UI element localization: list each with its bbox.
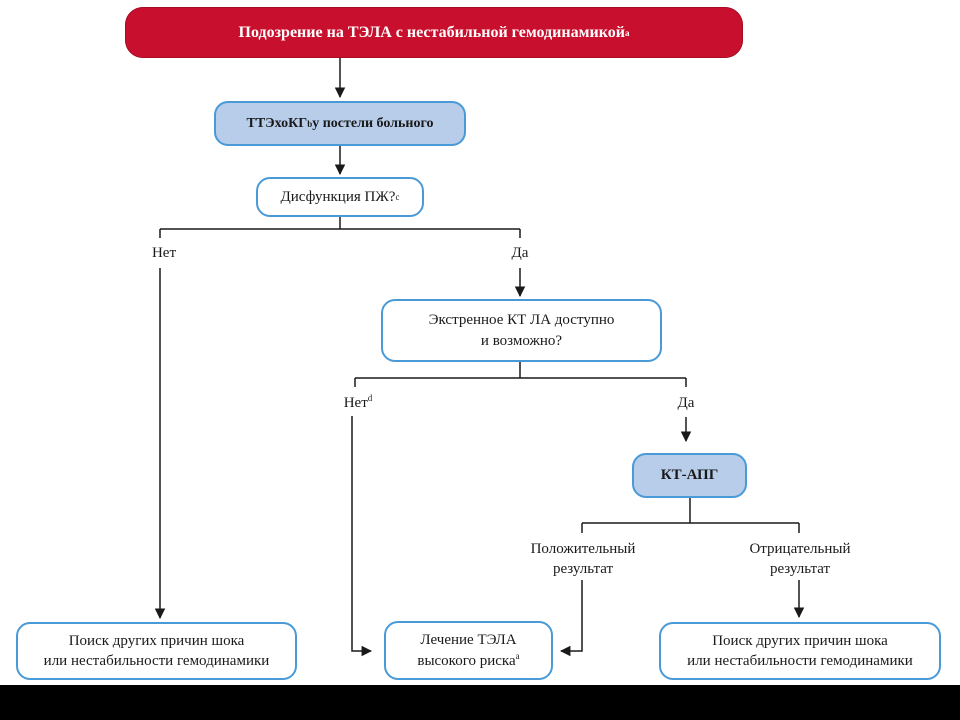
echo-text-a: ТТЭхоКГ	[246, 115, 308, 131]
label-no-1-text: Нет	[151, 245, 177, 261]
treatment-line2: высокого риска	[417, 652, 516, 669]
bottom-black-bar	[0, 685, 960, 720]
ctpa-text: КТ-АПГ	[660, 467, 719, 483]
other-causes-left-line2: или нестабильности гемодинамики	[43, 653, 270, 669]
ct-available-line1: Экстренное КТ ЛА доступно	[428, 312, 615, 329]
treatment-node: Лечение ТЭЛА высокого рискаa	[384, 621, 553, 680]
ctpa-node: КТ-АПГ	[632, 453, 747, 498]
treatment-footnote: a	[515, 650, 520, 661]
label-positive: Положительный результат	[508, 539, 658, 580]
label-negative: Отрицательный результат	[725, 539, 875, 580]
other-causes-right-node: Поиск других причин шока или нестабильно…	[659, 622, 941, 680]
label-yes-1-text: Да	[511, 245, 529, 261]
label-no-1: Нет	[140, 243, 188, 263]
arrow-positive-to-treatment	[559, 580, 583, 657]
label-yes-2-text: Да	[677, 395, 695, 411]
treatment-line1: Лечение ТЭЛА	[420, 632, 517, 649]
label-no-2-footnote: d	[367, 393, 373, 403]
label-negative-line1: Отрицательный	[749, 541, 851, 557]
label-no-2: Нетd	[334, 393, 382, 413]
other-causes-right-line2: или нестабильности гемодинамики	[687, 653, 913, 669]
rv-dysfunction-text: Дисфункция ПЖ?	[280, 188, 396, 205]
echo-text-b: у постели больного	[312, 115, 434, 131]
other-causes-right-line1: Поиск других причин шока	[712, 632, 888, 649]
arrow-no2-to-treatment	[351, 416, 373, 657]
other-causes-left-line1: Поиск других причин шока	[68, 632, 245, 649]
label-negative-line2: результат	[769, 561, 831, 578]
label-positive-line2: результат	[552, 561, 614, 578]
other-causes-left-node: Поиск других причин шока или нестабильно…	[16, 622, 297, 680]
rv-dysfunction-node: Дисфункция ПЖ?c	[256, 177, 424, 217]
label-positive-line1: Положительный	[530, 541, 636, 557]
suspicion-node: Подозрение на ТЭЛА с нестабильной гемоди…	[125, 7, 743, 58]
label-yes-1: Да	[500, 243, 540, 263]
ct-available-node: Экстренное КТ ЛА доступно и возможно?	[381, 299, 662, 362]
label-no-2-text: Нет	[343, 395, 368, 411]
ct-available-line2: и возможно?	[480, 332, 563, 349]
label-yes-2: Да	[666, 393, 706, 413]
suspicion-text: Подозрение на ТЭЛА с нестабильной гемоди…	[238, 23, 625, 41]
